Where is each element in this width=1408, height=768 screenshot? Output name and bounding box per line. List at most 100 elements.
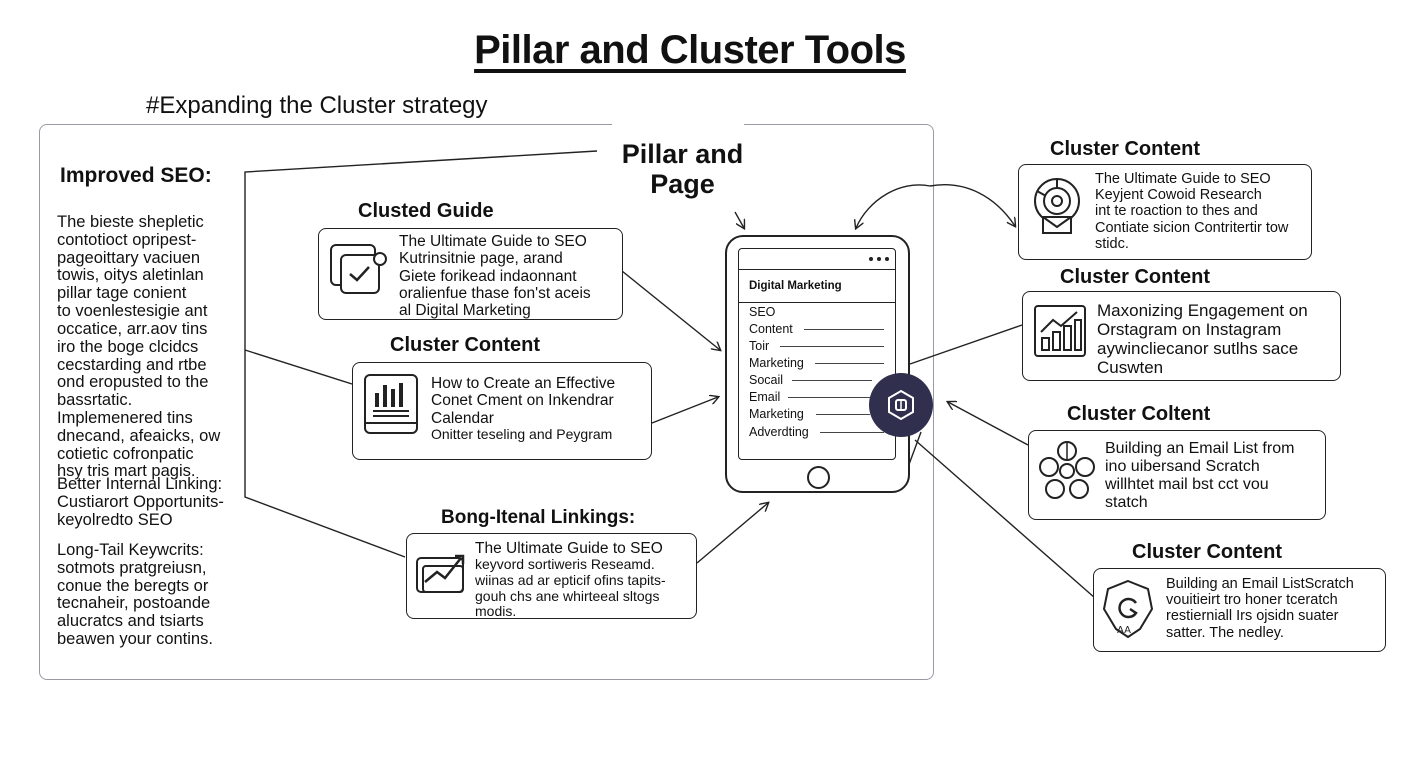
- hub-node[interactable]: [869, 373, 933, 437]
- seo-line: dnecand, afeaicks, ow: [57, 426, 221, 445]
- right3-to-phone-arrow: [948, 402, 1029, 446]
- phone-to-right2-line: [909, 324, 1023, 365]
- phone-menu-item[interactable]: Content: [749, 322, 793, 336]
- internal-linkings-heading: Bong-Itenal Linkings:: [441, 507, 636, 528]
- card-line: Contiate sicion Contritertir tow: [1095, 219, 1289, 236]
- linking-line: Better Internal Linking:: [57, 475, 223, 493]
- card-line: al Digital Marketing: [399, 302, 531, 320]
- right-card-4-heading: Cluster Content: [1132, 541, 1282, 563]
- trend-chart-icon: [416, 554, 465, 593]
- phone-menu-item[interactable]: Socail: [749, 373, 784, 387]
- badge-icon: AA: [1102, 579, 1154, 639]
- clusted-guide-text: The Ultimate Guide to SEO Kutrinsitnie p…: [399, 233, 591, 320]
- diagram-subtitle: #Expanding the Cluster strategy: [146, 92, 488, 119]
- pillar-arrow: [734, 211, 744, 228]
- card-line: The Ultimate Guide to SEO: [1095, 171, 1271, 187]
- phone-menu-item[interactable]: Toir: [749, 339, 770, 353]
- diagram-title: Pillar and Cluster Tools: [474, 28, 906, 72]
- hub-network-icon: [888, 389, 914, 421]
- internal-linkings-card[interactable]: The Ultimate Guide to SEO keyvord sortiw…: [406, 533, 697, 619]
- svg-text:AA: AA: [1117, 625, 1131, 636]
- menu-line: [804, 329, 884, 330]
- linking-line: keyolredto SEO: [57, 510, 173, 529]
- right-card-1[interactable]: The Ultimate Guide to SEO Keyjent Cowoid…: [1018, 164, 1312, 260]
- phone-menu-item[interactable]: Marketing: [749, 356, 804, 370]
- right-card-4-text: Building an Email ListScratch vouitieirt…: [1166, 576, 1354, 641]
- card-line: Onitter teseling and Peygram: [431, 426, 613, 443]
- long-tail-line: beawen your contins.: [57, 630, 213, 649]
- curve-arrow-right: [929, 184, 1015, 226]
- hub-to-right4-line: [914, 439, 1096, 599]
- card-line: Keyjent Cowoid Research: [1095, 187, 1262, 204]
- card-line: oralienfue thase fon'st aceis: [399, 285, 591, 303]
- card-line: modis.: [475, 603, 517, 620]
- card-line: Giete forikead indaonnant: [399, 267, 577, 285]
- phone-menu-item[interactable]: Marketing: [749, 407, 804, 421]
- linking-line: Custiarort Opportunits-: [57, 492, 224, 511]
- phone-screen-bar: [738, 248, 896, 270]
- card-line: Maxonizing Engagement on: [1097, 301, 1308, 320]
- seo-line: to voenlestesigie ant: [57, 302, 208, 321]
- card-line: vouitieirt tro honer tceratch: [1166, 592, 1338, 609]
- card-line: Orstagram on Instagram: [1097, 320, 1282, 340]
- target-research-icon: [1034, 178, 1080, 234]
- right-card-3[interactable]: Building an Email List from ino uibersan…: [1028, 430, 1326, 520]
- menu-line: [820, 432, 884, 433]
- seo-line: pillar tage conient: [57, 284, 187, 303]
- bar-chart-icon: [364, 374, 418, 434]
- right-card-2-heading: Cluster Content: [1060, 266, 1210, 288]
- growth-chart-icon: [1034, 305, 1086, 357]
- long-tail-line: Long-Tail Keywcrits:: [57, 541, 204, 559]
- menu-dots-icon: [869, 257, 889, 261]
- card-line: The Ultimate Guide to SEO: [475, 540, 663, 557]
- card-line: Kutrinsitnie page, arand: [399, 250, 563, 268]
- phone-screen-rule: [738, 302, 896, 303]
- left-bracket-line: [244, 150, 598, 558]
- phone-home-button[interactable]: [807, 466, 830, 489]
- card-line: Cuswten: [1097, 358, 1164, 378]
- card2-to-phone-arrow: [651, 397, 718, 424]
- card-line: aywincliecanor sutlhs sace: [1097, 339, 1299, 359]
- phone-screen-title: Digital Marketing: [749, 280, 842, 292]
- seo-line: iro the boge clcidcs: [57, 337, 199, 356]
- seo-line: The bieste shepletic: [57, 213, 204, 231]
- phone-screen: [738, 248, 896, 460]
- right-card-2[interactable]: Maxonizing Engagement on Orstagram on In…: [1022, 291, 1341, 381]
- clusted-guide-card[interactable]: The Ultimate Guide to SEO Kutrinsitnie p…: [318, 228, 623, 320]
- seo-line: towis, oitys aletinlan: [57, 266, 204, 285]
- seo-line: hsy tris mart pagis.: [57, 462, 196, 481]
- cluster-content-card[interactable]: How to Create an Effective Conet Cment o…: [352, 362, 652, 460]
- seo-line: ond eropusted to the: [57, 373, 209, 392]
- card-line: Building an Email ListScratch: [1166, 576, 1354, 592]
- card-line: The Ultimate Guide to SEO: [399, 233, 587, 250]
- long-tail-paragraph: Long-Tail Keywcrits: sotmots pratgreiusn…: [57, 541, 242, 649]
- menu-line: [792, 380, 872, 381]
- card-line: satter. The nedley.: [1166, 624, 1284, 641]
- card-line: Calendar: [431, 409, 494, 427]
- pillar-title-line: Page: [650, 168, 715, 199]
- card-line: ino uibersand Scratch: [1105, 457, 1260, 475]
- long-tail-line: alucratcs and tsiarts: [57, 612, 204, 631]
- seo-line: cecstarding and rtbe: [57, 355, 207, 374]
- right-card-1-heading: Cluster Content: [1050, 138, 1200, 160]
- left-to-card2-line: [244, 349, 353, 385]
- checklist-icon: [330, 244, 387, 294]
- card-line: keyvord sortiweris Reseamd.: [475, 556, 655, 573]
- long-tail-line: conue the beregts or: [57, 576, 209, 595]
- phone-menu-item[interactable]: SEO: [749, 305, 776, 319]
- card-line: How to Create an Effective: [431, 375, 616, 392]
- card-line: gouh chs ane whirteeal sltogs: [475, 587, 660, 604]
- cluster-content-text: How to Create an Effective Conet Cment o…: [431, 375, 615, 443]
- right-card-4[interactable]: AA Building an Email ListScratch vouitie…: [1093, 568, 1386, 652]
- card-line: int te roaction to thes and: [1095, 203, 1258, 220]
- card-line: restierniall Irs ojsidn suater: [1166, 608, 1339, 625]
- menu-line: [816, 414, 870, 415]
- menu-line: [788, 397, 870, 398]
- long-tail-line: sotmots pratgreiusn,: [57, 558, 207, 577]
- clusted-guide-heading: Clusted Guide: [358, 200, 494, 222]
- phone-menu-item[interactable]: Email: [749, 390, 781, 404]
- phone-menu-item[interactable]: Adverdting: [749, 425, 809, 439]
- people-network-icon: [1039, 441, 1095, 499]
- menu-line: [780, 346, 884, 347]
- card-line: wiinas ad ar epticif ofins tapits-: [475, 572, 666, 589]
